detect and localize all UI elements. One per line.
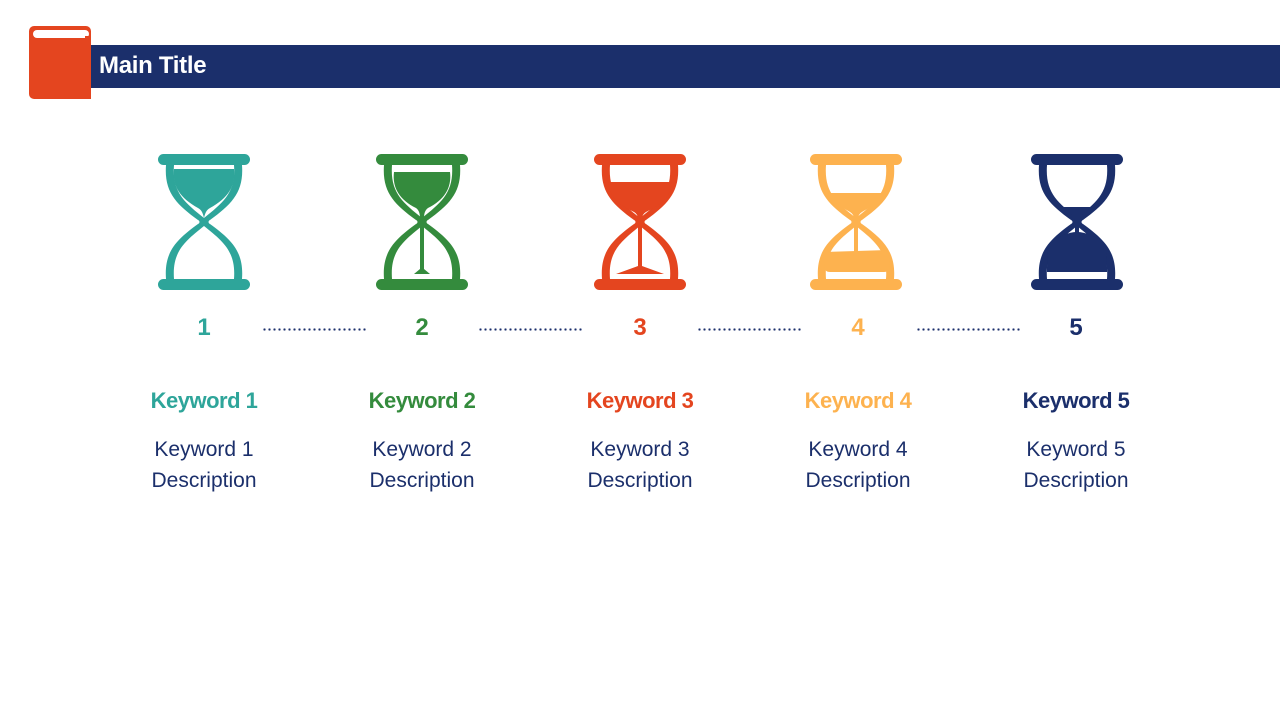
keyword-description-1: Keyword 1 Description xyxy=(94,434,314,496)
dotted-connector xyxy=(262,328,368,331)
hourglass-empty-icon xyxy=(1031,154,1123,290)
description-line: Keyword 4 xyxy=(808,438,908,461)
description-line: Keyword 3 xyxy=(590,438,690,461)
description-line: Keyword 2 xyxy=(372,438,472,461)
title-bar xyxy=(88,45,1280,88)
step-number-5: 5 xyxy=(1069,314,1083,341)
keyword-title-2: Keyword 2 xyxy=(368,388,476,413)
page-title: Main Title xyxy=(99,52,207,79)
description-line: Description xyxy=(369,469,475,492)
description-line: Description xyxy=(587,469,693,492)
dotted-connector xyxy=(697,328,803,331)
hourglass-half-icon xyxy=(594,154,686,290)
step-number-4: 4 xyxy=(851,314,865,341)
step-number-1: 1 xyxy=(197,314,211,341)
step-number-2: 2 xyxy=(415,314,429,341)
step-number-3: 3 xyxy=(633,314,647,341)
description-line: Keyword 5 xyxy=(1026,438,1126,461)
description-line: Description xyxy=(151,469,257,492)
keyword-description-4: Keyword 4 Description xyxy=(748,434,968,496)
keyword-title-3: Keyword 3 xyxy=(586,388,694,413)
keyword-title-1: Keyword 1 xyxy=(150,388,258,413)
book-icon xyxy=(29,26,91,99)
hourglass-full-icon xyxy=(158,154,250,290)
keyword-title-4: Keyword 4 xyxy=(804,388,912,413)
keyword-description-2: Keyword 2 Description xyxy=(312,434,532,496)
description-line: Keyword 1 xyxy=(154,438,254,461)
keyword-title-5: Keyword 5 xyxy=(1022,388,1130,413)
description-line: Description xyxy=(805,469,911,492)
hourglass-draining-icon xyxy=(376,154,468,290)
keyword-description-5: Keyword 5 Description xyxy=(966,434,1186,496)
dotted-connector xyxy=(916,328,1022,331)
description-line: Description xyxy=(1023,469,1129,492)
dotted-connector xyxy=(478,328,584,331)
hourglass-mostly-empty-icon xyxy=(810,154,902,290)
keyword-description-3: Keyword 3 Description xyxy=(530,434,750,496)
